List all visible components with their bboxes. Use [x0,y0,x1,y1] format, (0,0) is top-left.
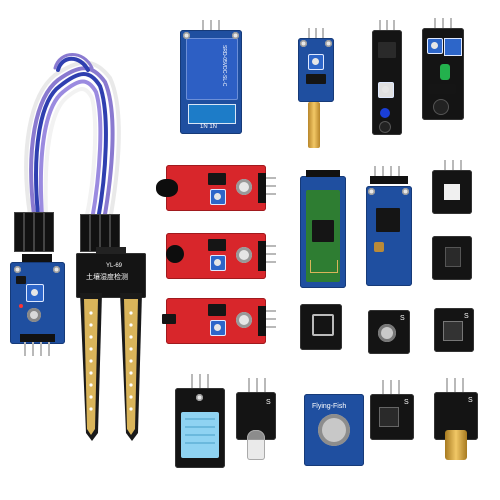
black-module-4: S [368,310,410,354]
flying-fish-label: Flying-Fish [312,403,347,410]
s-mark: S [266,399,271,406]
s-mark: S [404,399,409,406]
hall-sensor-module [162,298,276,344]
sound-sensor-module [166,233,276,279]
ir-receiver-module [422,18,464,120]
soil-moisture-module-board [10,254,65,356]
s-mark: S [468,397,473,404]
potentiometer-icon [210,255,226,271]
black-module-6: S [370,380,414,440]
dupont-connectors-left [14,212,56,252]
potentiometer-icon [26,284,44,302]
blue-sensor-module [366,166,412,286]
gas-sensor-module: Flying-Fish [304,394,364,466]
soil-probe-model-label: YL-69 [106,263,123,269]
soil-probe: YL-69 土壤湿度检测 [76,247,146,443]
potentiometer-icon [210,189,226,205]
probe-prongs [80,293,142,441]
bluetooth-module [300,170,346,288]
dupont-connectors-right [80,214,120,252]
relay-marking: SRD-05VDC-SL-C [221,45,227,87]
black-module-2 [432,236,472,280]
relay-pin-labels: 1N 1N [200,124,218,130]
black-module-1 [432,160,472,214]
potentiometer-icon [378,82,394,98]
potentiometer-icon [210,320,226,336]
s-mark: S [400,315,405,322]
tilt-switch-module [298,28,334,102]
soil-probe-cn-label: 土壤湿度检测 [86,274,128,281]
black-module-5: S [434,308,474,352]
tilt-switch-cylinder [308,102,320,148]
potentiometer-icon [427,38,443,54]
s-mark: S [464,313,469,320]
flame-sensor-module [156,165,276,211]
dht11-module [175,374,225,468]
relay-module-board: SRD-05VDC-SL-C 1N 1N [180,20,242,134]
black-module-3 [300,304,342,350]
ir-obstacle-module [372,20,402,135]
laser-head [445,430,467,460]
clear-led-bulb [247,430,265,460]
potentiometer-icon [308,54,324,70]
